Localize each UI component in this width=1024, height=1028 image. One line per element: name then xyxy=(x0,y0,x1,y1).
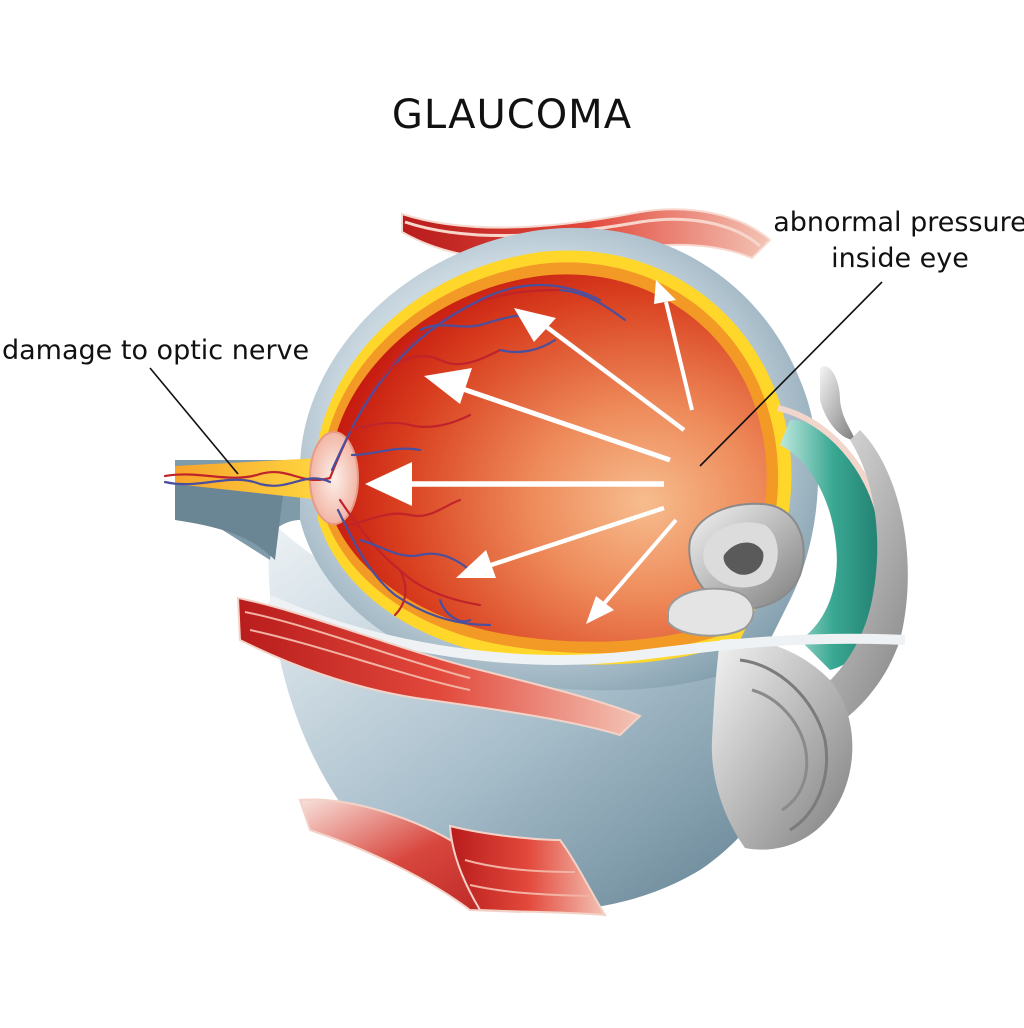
retinal-blood-vessels xyxy=(163,283,627,627)
arrow-left-upper xyxy=(424,368,671,463)
arrow-lower-left xyxy=(456,505,665,578)
arrow-upper-left xyxy=(514,308,686,432)
pressure-arrows xyxy=(365,280,694,624)
cornea xyxy=(780,420,886,670)
lateral-eye-muscle xyxy=(236,596,642,737)
label-abnormal-pressure-line2: inside eye xyxy=(831,243,969,274)
iris-ciliary-body xyxy=(711,639,853,850)
vitreous-interior xyxy=(330,274,767,642)
arrow-up xyxy=(654,280,694,411)
pressure-leader-line xyxy=(699,281,883,467)
label-abnormal-pressure-line1: abnormal pressure xyxy=(773,207,1024,238)
label-optic-nerve-damage: damage to optic nerve xyxy=(2,335,310,366)
nerve-leader-line xyxy=(149,367,239,475)
arrow-left xyxy=(365,462,664,506)
arrow-down xyxy=(586,518,678,624)
diagram-title: GLAUCOMA xyxy=(391,92,633,138)
label-abnormal-pressure: abnormal pressure inside eye xyxy=(760,205,1024,277)
optic-nerve xyxy=(175,458,324,500)
